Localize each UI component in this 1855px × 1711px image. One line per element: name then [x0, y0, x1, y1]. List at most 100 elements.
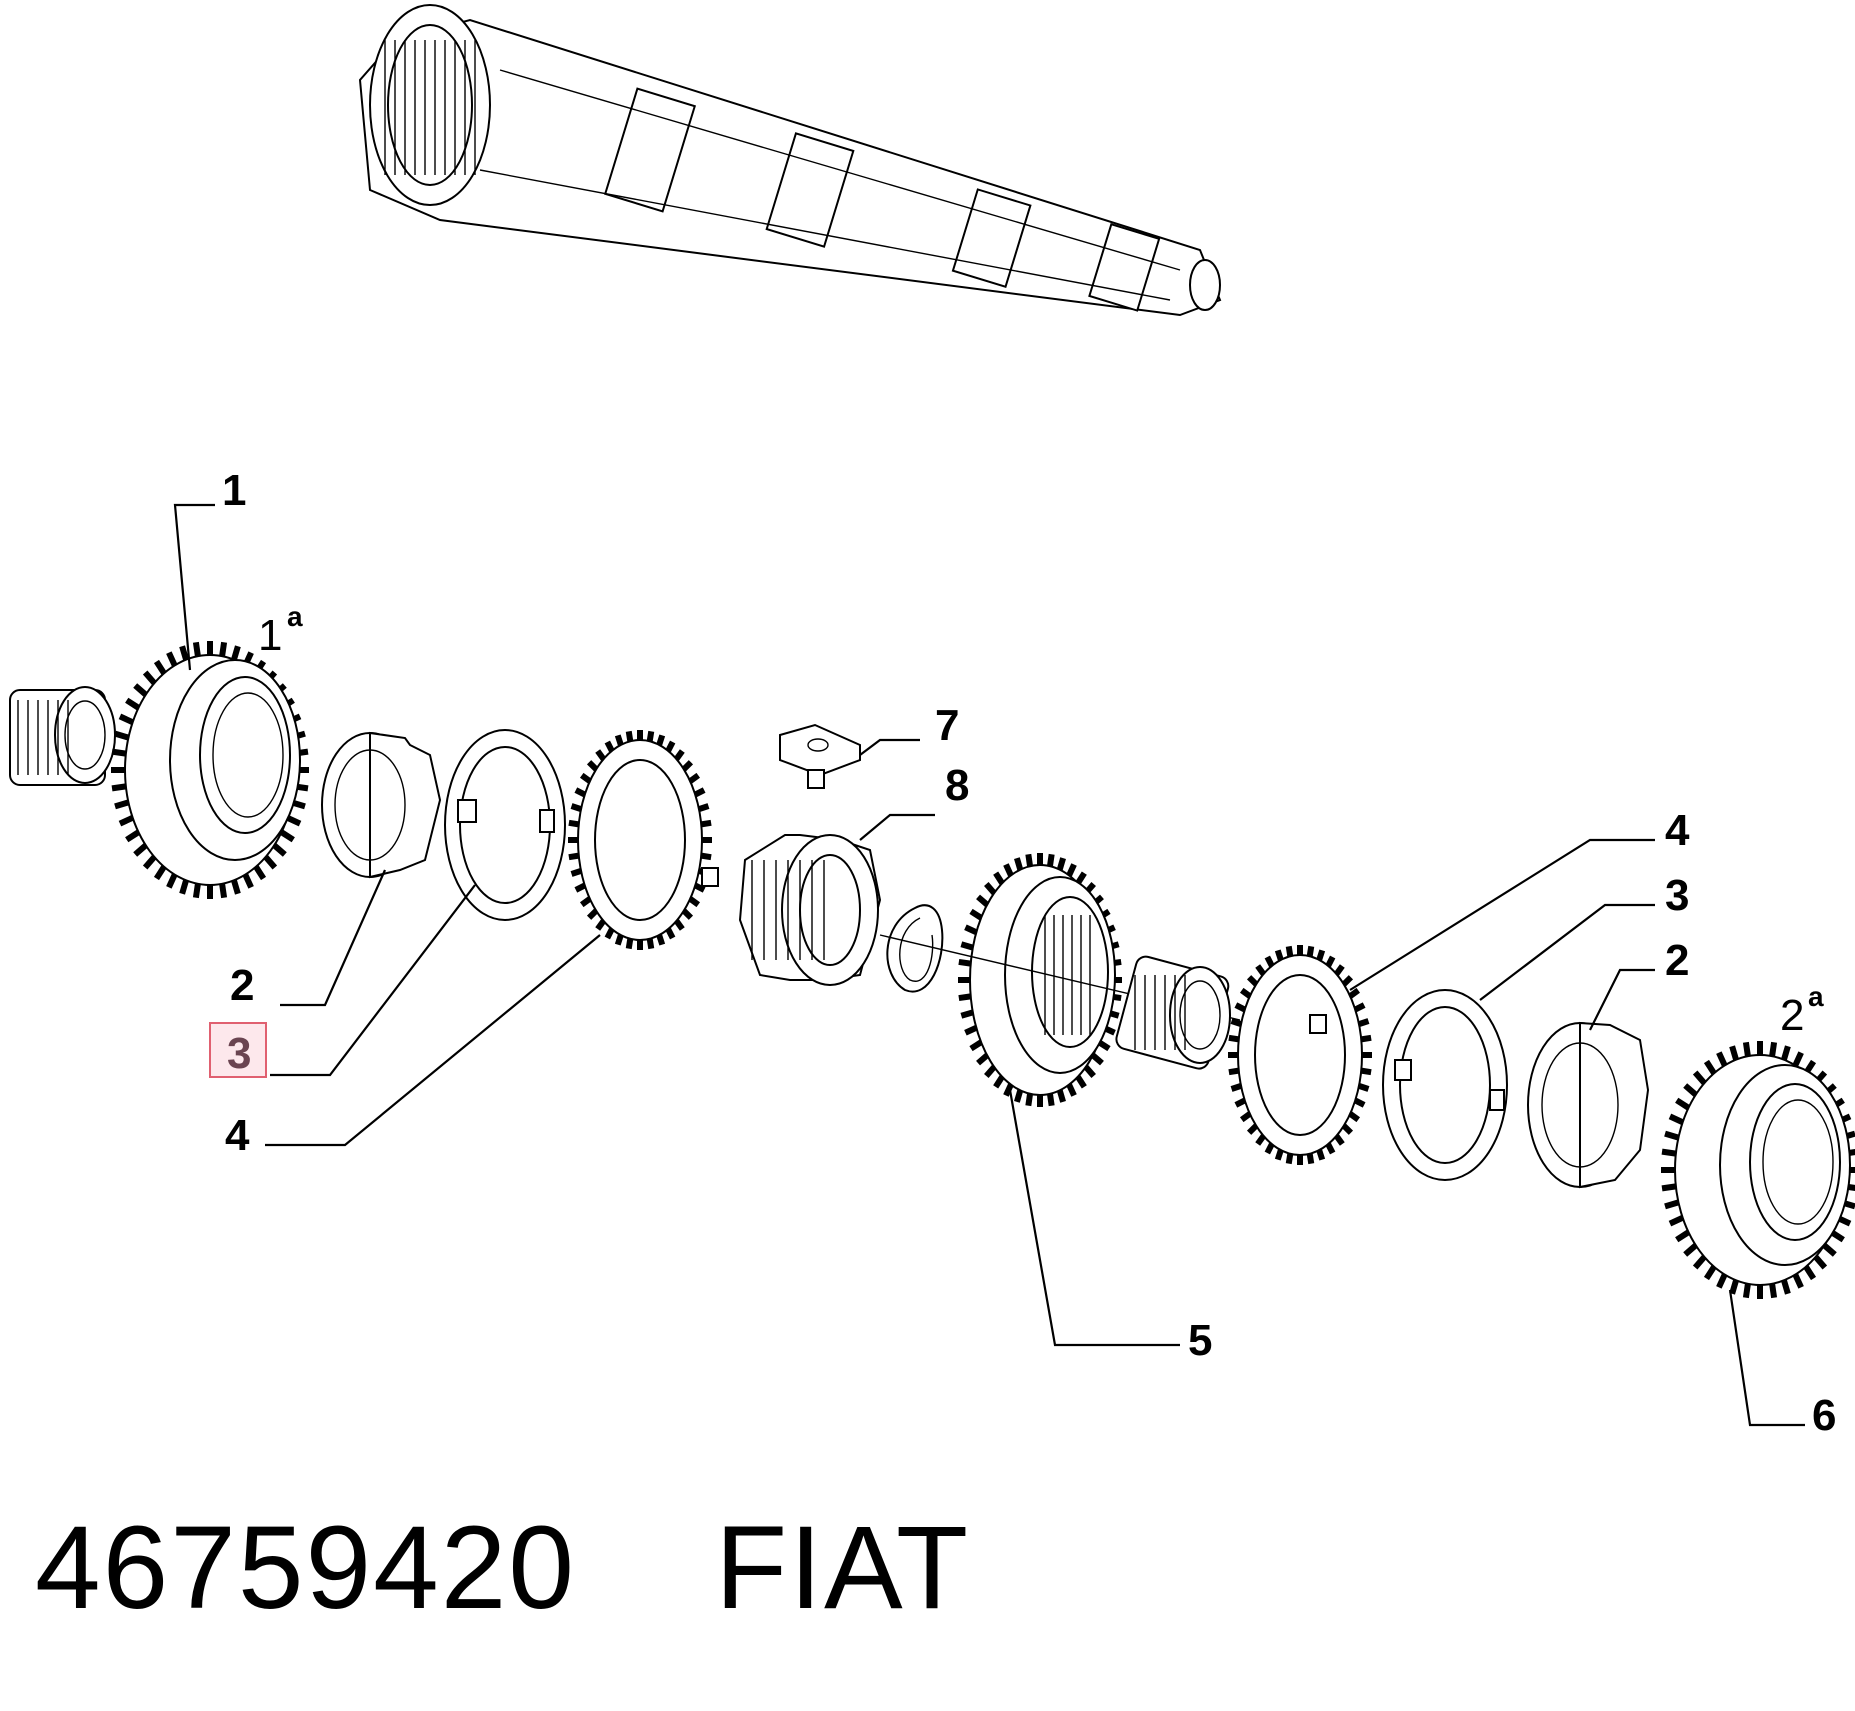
ring-tooth — [586, 908, 599, 920]
gear-tooth — [1683, 1243, 1698, 1257]
ring-tooth — [1285, 945, 1294, 957]
ring-tooth — [656, 734, 666, 746]
ring-tooth — [1246, 975, 1259, 987]
gear-tooth — [1813, 1254, 1828, 1270]
ring-tooth — [1285, 1153, 1294, 1165]
gear-tooth — [976, 894, 990, 907]
gear-tooth — [1664, 1130, 1680, 1141]
gear-tooth — [1675, 1229, 1691, 1243]
gear-tooth — [111, 748, 127, 757]
gear-tooth — [1781, 1279, 1791, 1295]
snap-ring — [886, 904, 944, 993]
gear-tooth — [1692, 1070, 1707, 1086]
gear-tooth — [253, 865, 267, 881]
callout-2-left[interactable]: 2 — [230, 961, 254, 1010]
gear-tooth — [993, 1075, 1005, 1089]
second-gear — [1661, 1041, 1855, 1299]
gear-tooth — [1729, 1279, 1739, 1295]
callout-3-left[interactable]: 3 — [227, 1029, 251, 1078]
ring-tooth — [665, 740, 676, 753]
ring-tooth — [700, 819, 712, 828]
ring-tooth — [1246, 1123, 1259, 1135]
ring-tooth — [674, 919, 685, 931]
ring-tooth — [586, 760, 599, 772]
ring-tooth — [574, 787, 587, 798]
ring-tooth — [1360, 1034, 1372, 1043]
callout-2-right[interactable]: 2 — [1665, 936, 1689, 985]
ring-tooth — [1306, 945, 1315, 957]
callout-8[interactable]: 8 — [945, 761, 969, 810]
gear-tooth — [1703, 1265, 1717, 1281]
gear-tooth — [263, 854, 278, 870]
gear-tooth — [958, 958, 972, 967]
ring-tooth — [1264, 955, 1275, 968]
ring-tooth — [1264, 1142, 1275, 1155]
gear-tooth — [1046, 1093, 1055, 1107]
gear-tooth — [1675, 1097, 1691, 1111]
ring-tooth — [1274, 949, 1284, 961]
ring-tooth — [595, 749, 606, 761]
ring-tooth — [1255, 964, 1266, 976]
gear-tooth — [125, 697, 141, 711]
callout-6[interactable]: 6 — [1812, 1391, 1836, 1440]
callout-4-right[interactable]: 4 — [1665, 806, 1690, 855]
callout-3-right[interactable]: 3 — [1665, 871, 1689, 920]
ring-tooth — [625, 730, 634, 742]
ring-tooth — [1228, 1034, 1240, 1043]
gear-tooth — [219, 641, 228, 657]
synchro-hub — [738, 834, 882, 986]
ring-tooth — [1358, 1018, 1370, 1027]
gear-tooth — [1090, 1053, 1104, 1066]
gear-tooth — [153, 659, 167, 675]
ring-tooth — [1341, 1123, 1354, 1135]
ring-tooth — [1239, 1111, 1252, 1123]
ring-tooth — [1325, 1142, 1336, 1155]
ring-tooth — [1230, 1018, 1242, 1027]
gear-tooth — [960, 1009, 974, 1019]
gear-tooth — [984, 882, 997, 896]
gear-tooth — [118, 815, 134, 827]
gear-tooth — [1025, 1093, 1034, 1107]
gear-tooth — [969, 1039, 983, 1052]
ring-tooth — [1348, 987, 1361, 999]
synchro-ring-right — [1382, 989, 1508, 1181]
second-gear-label: 2 — [1780, 991, 1804, 1040]
gear-tooth — [286, 815, 302, 827]
gear-tooth — [960, 941, 974, 951]
leader-lines — [173, 503, 1805, 1427]
ring-tooth — [1334, 1134, 1345, 1146]
gear-tooth — [192, 883, 201, 899]
gear-tooth — [1003, 1083, 1014, 1097]
ring-tooth — [1325, 955, 1336, 968]
gear-tooth — [111, 783, 127, 792]
callout-4-left[interactable]: 4 — [225, 1111, 250, 1160]
ring-tooth — [579, 772, 592, 784]
gear-tooth — [964, 1025, 978, 1036]
part-number: 46759420 — [35, 1502, 577, 1634]
callout-7[interactable]: 7 — [935, 701, 959, 750]
callout-1[interactable]: 1 — [222, 466, 246, 515]
part-footer: 46759420 FIAT — [35, 1500, 970, 1636]
gear-tooth — [1742, 1283, 1751, 1299]
footer-gap — [576, 1502, 715, 1634]
callout-5[interactable]: 5 — [1188, 1316, 1212, 1365]
gear-tooth — [1683, 1083, 1698, 1097]
gear-tooth — [1769, 1283, 1778, 1299]
gear-tooth — [279, 829, 295, 843]
gear-tooth — [976, 1053, 990, 1066]
gear-tooth — [125, 829, 141, 843]
gear-tooth — [1668, 1113, 1684, 1125]
ring-tooth — [693, 882, 706, 893]
gear-tooth — [118, 713, 134, 725]
gear-tooth — [192, 641, 201, 657]
callout-3-left-highlight[interactable]: 3 — [209, 1022, 267, 1078]
gear-tooth — [1661, 1148, 1677, 1157]
gear-tooth — [231, 879, 241, 895]
gear-tooth — [272, 843, 287, 857]
synchro-ring-left — [444, 729, 566, 921]
ring-tooth — [1316, 1149, 1326, 1161]
gear-tooth — [1822, 1243, 1837, 1257]
toothed-ring-right — [1228, 945, 1372, 1165]
